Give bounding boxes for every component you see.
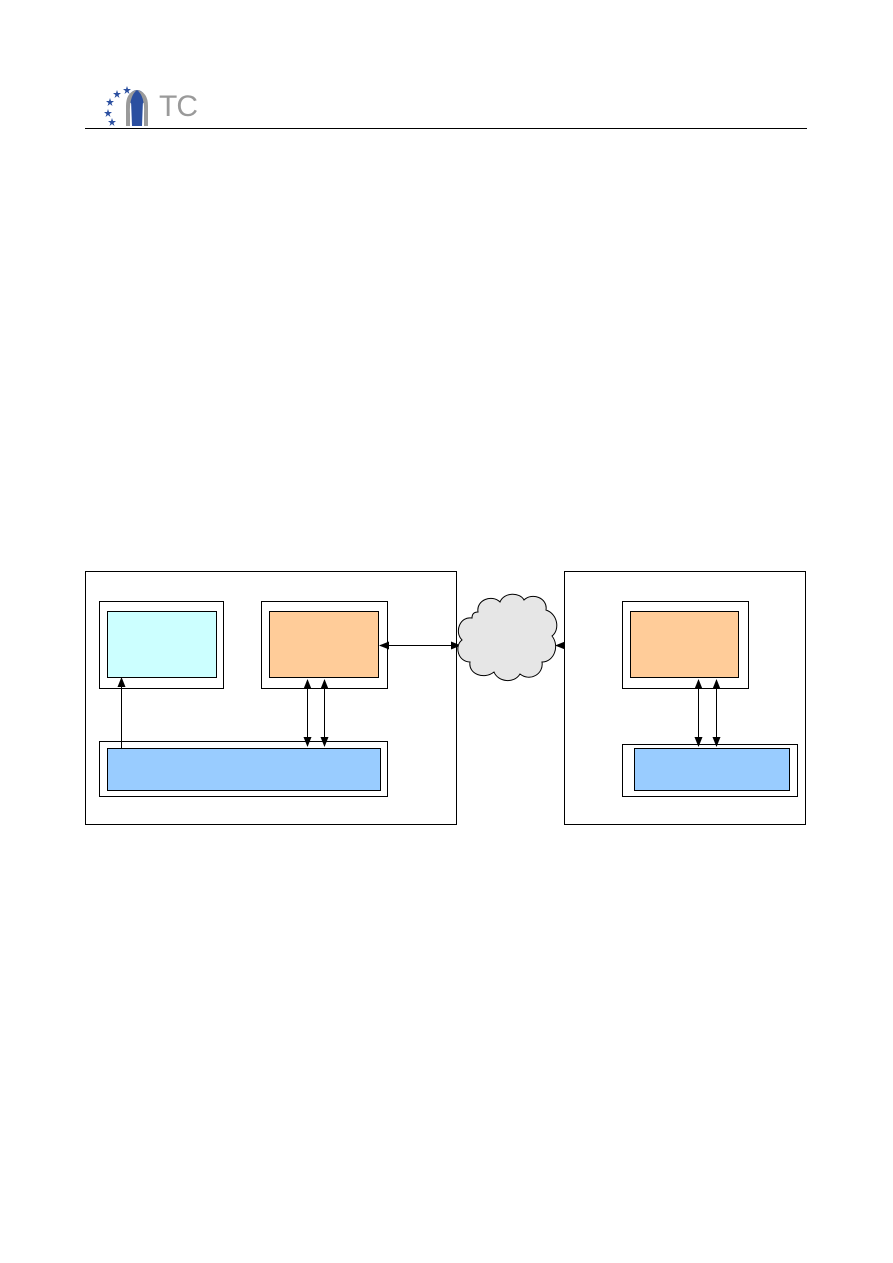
right-component-peach	[630, 611, 739, 678]
cloud-icon	[457, 593, 558, 681]
logo-text: TC	[159, 90, 198, 123]
logo: TC	[97, 84, 198, 128]
keyhole-with-stars-icon	[104, 86, 148, 126]
header-divider	[85, 128, 807, 129]
right-component-blue	[634, 748, 790, 791]
left-component-blue	[107, 748, 381, 791]
page-header: TC	[85, 82, 807, 130]
left-component-peach	[269, 611, 379, 678]
left-component-cyan	[107, 611, 217, 678]
